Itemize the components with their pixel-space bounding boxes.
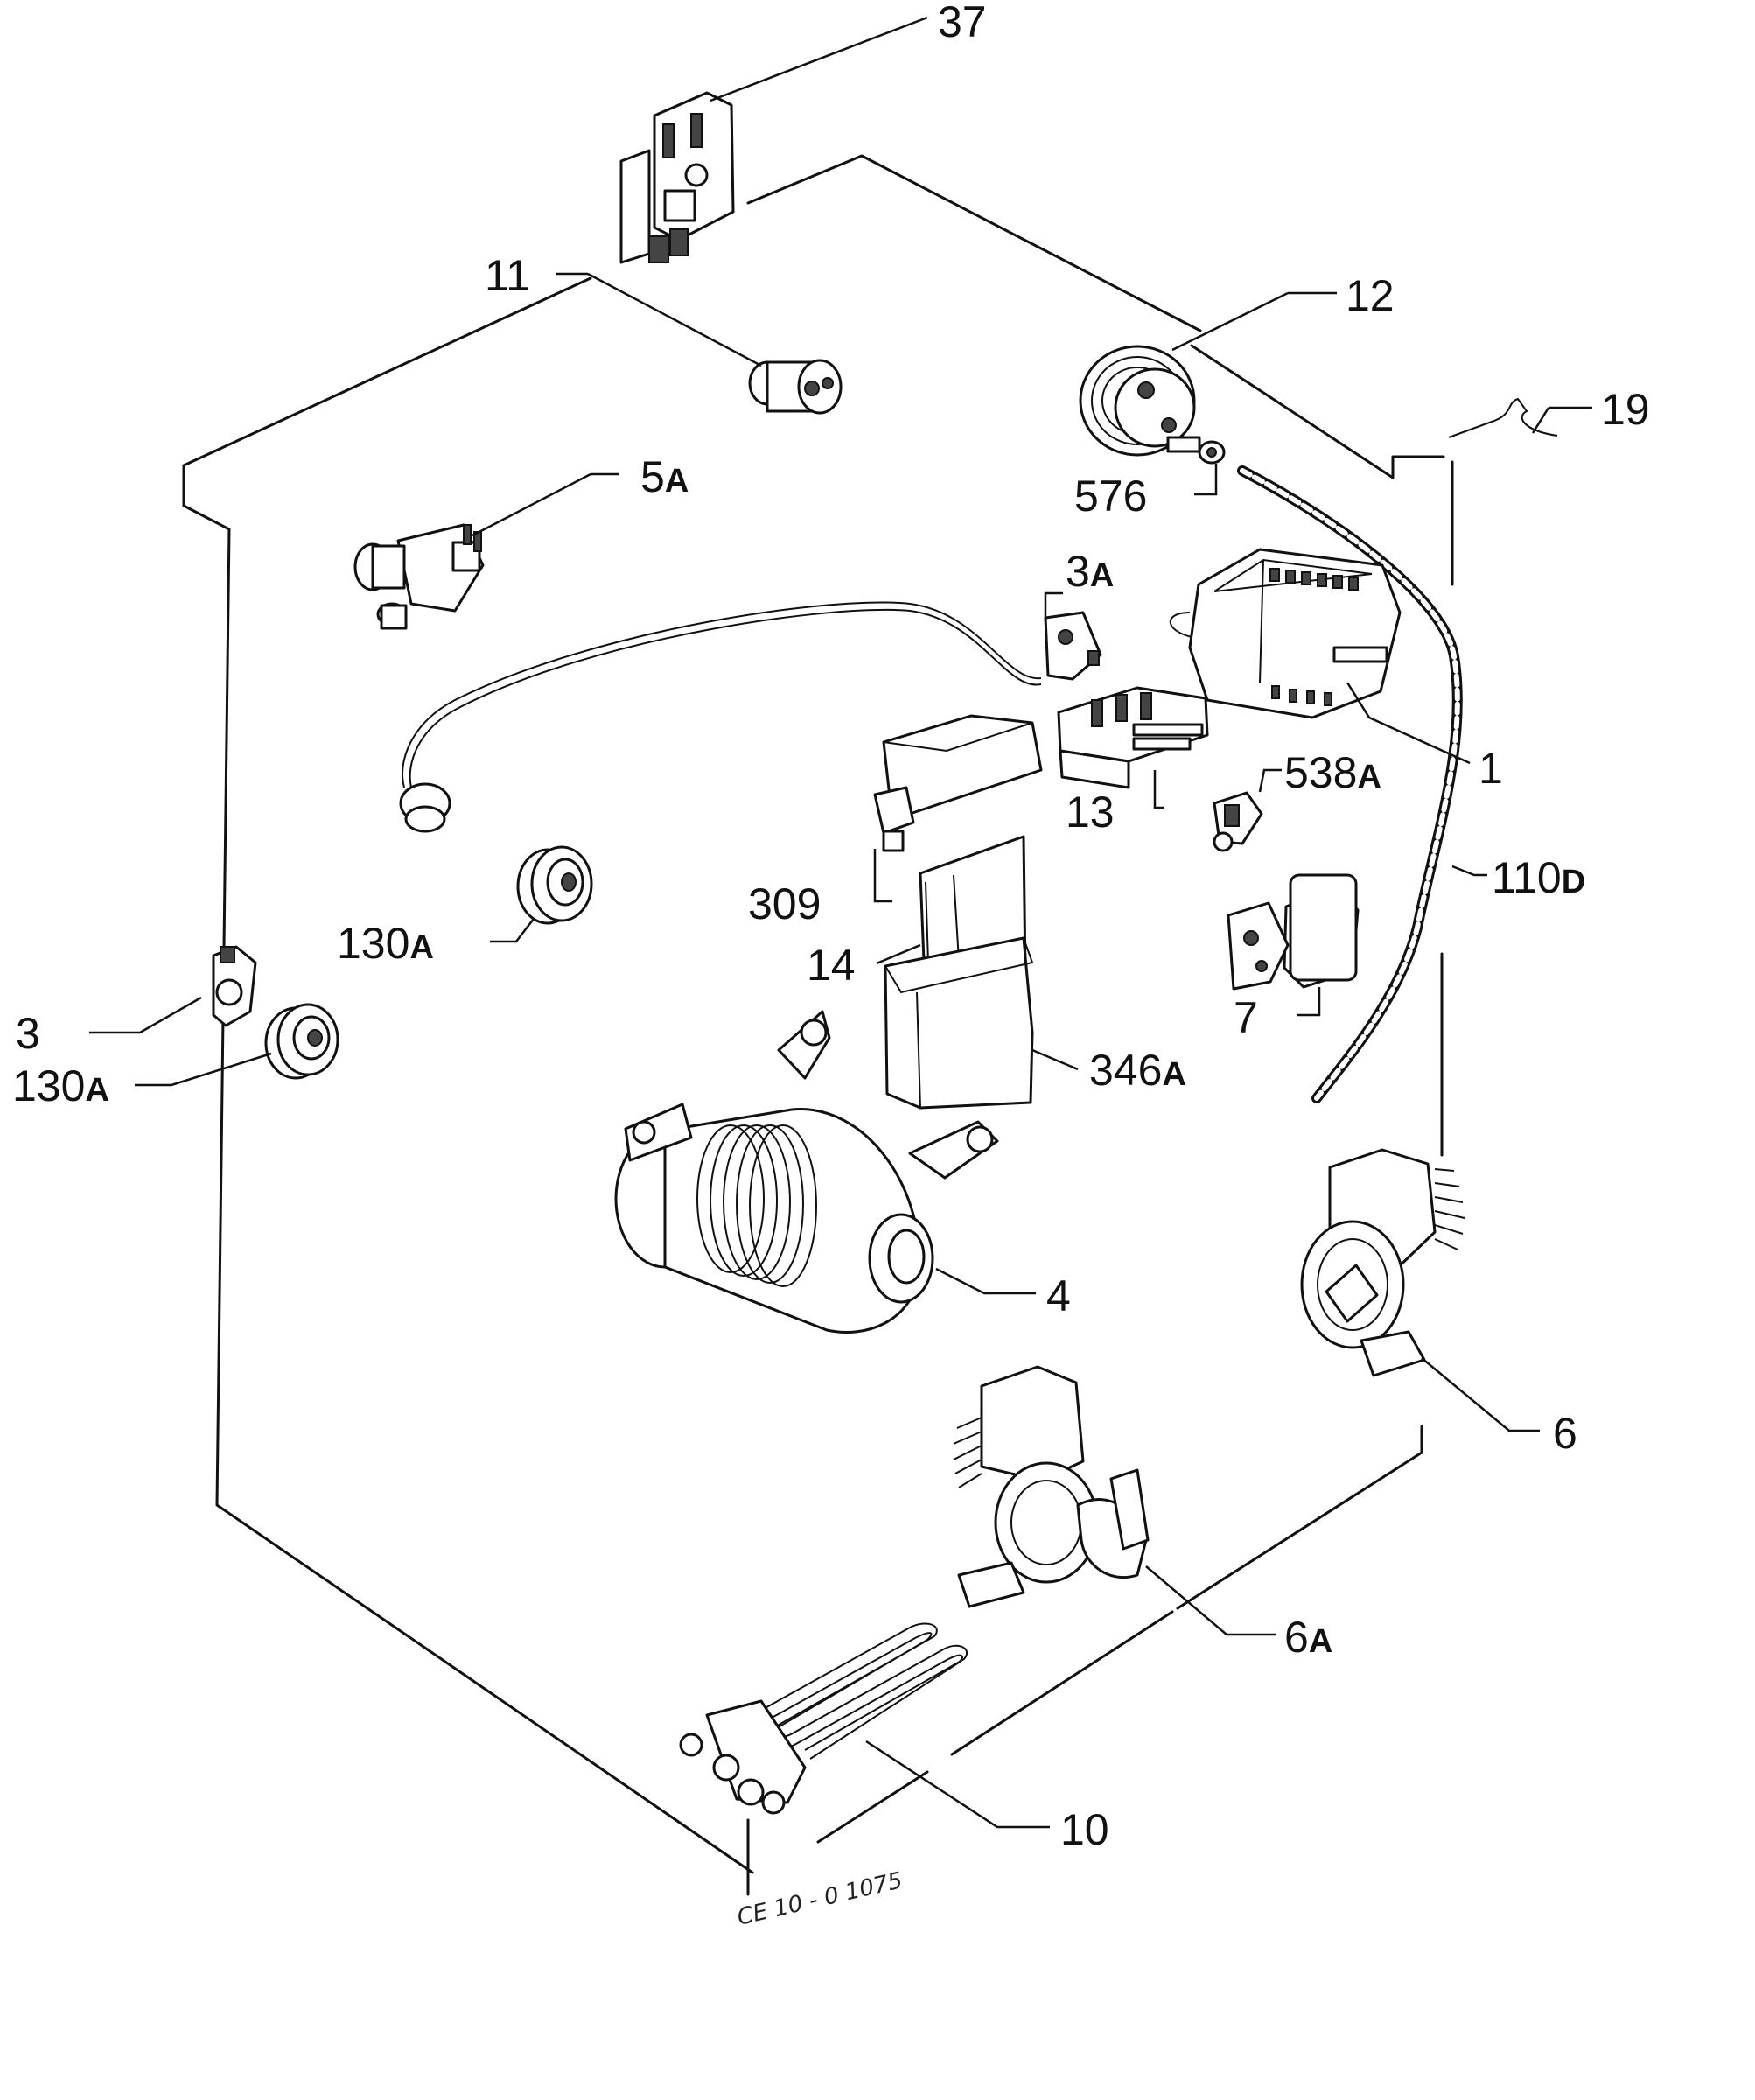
part-drawing-3A xyxy=(399,601,1102,833)
part-drawing-10 xyxy=(679,1622,968,1815)
part-label-11: 11 xyxy=(485,251,530,300)
part-drawing-6A xyxy=(953,1365,1150,1608)
part-drawing-37 xyxy=(619,91,735,264)
part-label-3: 3 xyxy=(16,1009,40,1058)
part-drawing-4 xyxy=(614,1010,999,1334)
part-drawing-7 xyxy=(1227,873,1360,990)
part-label-10: 10 xyxy=(1060,1805,1109,1854)
diagram-code: CE 10 - 0 1075 xyxy=(735,1867,905,1931)
part-label-538A: 538A xyxy=(1284,748,1381,797)
part-drawing-3 xyxy=(212,945,257,1027)
part-label-7: 7 xyxy=(1234,993,1258,1042)
part-label-309: 309 xyxy=(748,879,821,928)
part-label-130A-lower: 130A xyxy=(12,1061,109,1110)
part-label-37: 37 xyxy=(938,0,987,46)
part-drawing-6 xyxy=(1300,1148,1465,1377)
part-label-13: 13 xyxy=(1066,788,1115,836)
part-drawing-309 xyxy=(873,714,1043,852)
part-drawing-130A-upper xyxy=(516,845,593,925)
cabinet-frame xyxy=(182,154,1454,1896)
part-drawing-110D xyxy=(1237,466,1463,1103)
part-label-19: 19 xyxy=(1601,385,1650,434)
part-label-110D: 110D xyxy=(1492,853,1585,902)
leader-lines xyxy=(89,16,1592,1829)
part-drawing-11 xyxy=(748,359,843,415)
part-drawing-12 xyxy=(1079,345,1201,457)
part-drawing-576 xyxy=(1198,440,1226,465)
part-label-6: 6 xyxy=(1553,1409,1577,1458)
part-drawing-130A-lower xyxy=(264,1003,339,1080)
part-drawing-346A xyxy=(884,936,1034,1110)
part-drawing-538A xyxy=(1213,791,1263,852)
part-label-4: 4 xyxy=(1046,1271,1071,1320)
part-label-5A: 5A xyxy=(640,452,689,501)
part-labels: 37 11 12 19 5A 576 3A 1 538A 13 110D 309… xyxy=(12,0,1650,1854)
part-drawing-5A xyxy=(353,523,485,630)
part-drawing-13 xyxy=(1057,686,1209,789)
part-label-3A: 3A xyxy=(1066,547,1114,596)
part-label-6A: 6A xyxy=(1284,1613,1332,1662)
part-label-12: 12 xyxy=(1346,271,1395,320)
part-drawing-19 xyxy=(1448,397,1558,438)
part-label-346A: 346A xyxy=(1089,1046,1186,1095)
part-label-130A-upper: 130A xyxy=(337,919,434,968)
part-label-14: 14 xyxy=(807,941,856,990)
part-label-576: 576 xyxy=(1074,472,1147,521)
part-drawing-1 xyxy=(1169,548,1402,719)
part-label-1: 1 xyxy=(1479,744,1503,793)
